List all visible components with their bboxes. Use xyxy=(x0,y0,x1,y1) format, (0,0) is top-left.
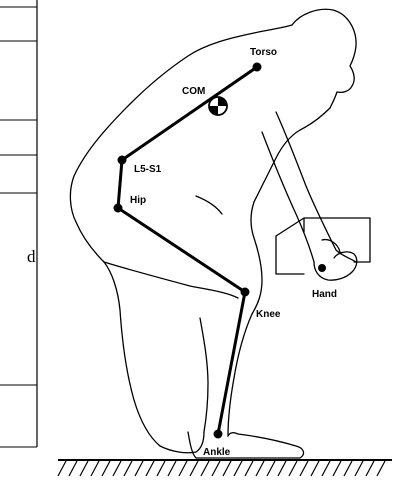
table-cell-fragment: d xyxy=(27,247,36,266)
thigh-back-outline xyxy=(104,262,238,298)
arm-outline-lower xyxy=(262,132,314,262)
ground-hatch-line xyxy=(146,461,154,476)
link-segment-model xyxy=(114,63,327,439)
ground-hatch-line xyxy=(300,461,308,476)
label-l5s1: L5-S1 xyxy=(134,164,162,175)
ground-hatch-line xyxy=(190,461,198,476)
ground xyxy=(58,460,392,476)
joint-ankle xyxy=(214,430,223,439)
ground-hatch-line xyxy=(113,461,121,476)
joint-l5s1 xyxy=(118,156,127,165)
thigh-front-outline xyxy=(251,202,262,314)
hip-inner-outline xyxy=(196,196,222,214)
label-ankle: Ankle xyxy=(203,447,231,458)
ground-hatch-line xyxy=(91,461,99,476)
label-torso: Torso xyxy=(250,47,277,58)
ground-hatch-line xyxy=(289,461,297,476)
ground-hatch-line xyxy=(223,461,231,476)
ground-hatch-line xyxy=(179,461,187,476)
label-com: COM xyxy=(182,86,205,97)
label-hand: Hand xyxy=(312,289,337,300)
ground-hatch-line xyxy=(102,461,110,476)
hand-outline xyxy=(314,240,357,281)
joint-hand xyxy=(318,264,326,272)
ground-hatch-line xyxy=(80,461,88,476)
ground-hatch-line xyxy=(377,461,385,476)
ground-hatch-line xyxy=(333,461,341,476)
ground-hatch-line xyxy=(168,461,176,476)
ground-hatch-line xyxy=(124,461,132,476)
human-figure-outline xyxy=(70,9,356,458)
ground-hatch-line xyxy=(69,461,77,476)
cropped-left-table: d xyxy=(0,0,37,447)
calf-outline xyxy=(200,318,208,432)
joint-labels: Torso COM L5-S1 Hip Hand Knee Ankle xyxy=(130,47,337,458)
shin-front-outline xyxy=(228,314,252,436)
chest-outline xyxy=(254,108,330,202)
rear-leg-outline xyxy=(160,432,204,453)
ground-hatch-line xyxy=(157,461,165,476)
joint-torso xyxy=(253,63,262,72)
label-knee: Knee xyxy=(256,309,281,320)
arm-outline-upper xyxy=(276,112,356,262)
ground-hatch-line xyxy=(344,461,352,476)
segment-l5s1-torso xyxy=(122,67,257,160)
joint-knee xyxy=(241,288,250,297)
segment-knee-hip xyxy=(118,208,245,292)
ground-hatch-line xyxy=(355,461,363,476)
ground-hatch-line xyxy=(278,461,286,476)
ground-hatch-line xyxy=(234,461,242,476)
ground-hatch-line xyxy=(212,461,220,476)
joint-hip xyxy=(114,204,123,213)
ground-hatch-line xyxy=(135,461,143,476)
segment-ankle-knee xyxy=(218,292,245,434)
ground-hatch-line xyxy=(58,461,66,476)
ground-hatch-line xyxy=(256,461,264,476)
segment-hip-l5s1 xyxy=(118,160,122,208)
head-outline xyxy=(292,9,356,108)
ground-hatch-line xyxy=(311,461,319,476)
ground-hatch-line xyxy=(267,461,275,476)
com-marker-icon xyxy=(209,97,227,115)
ground-hatch-line xyxy=(245,461,253,476)
label-hip: Hip xyxy=(130,195,146,206)
ground-hatch-line xyxy=(366,461,374,476)
ground-hatch-line xyxy=(201,461,209,476)
ground-hatch-line xyxy=(322,461,330,476)
